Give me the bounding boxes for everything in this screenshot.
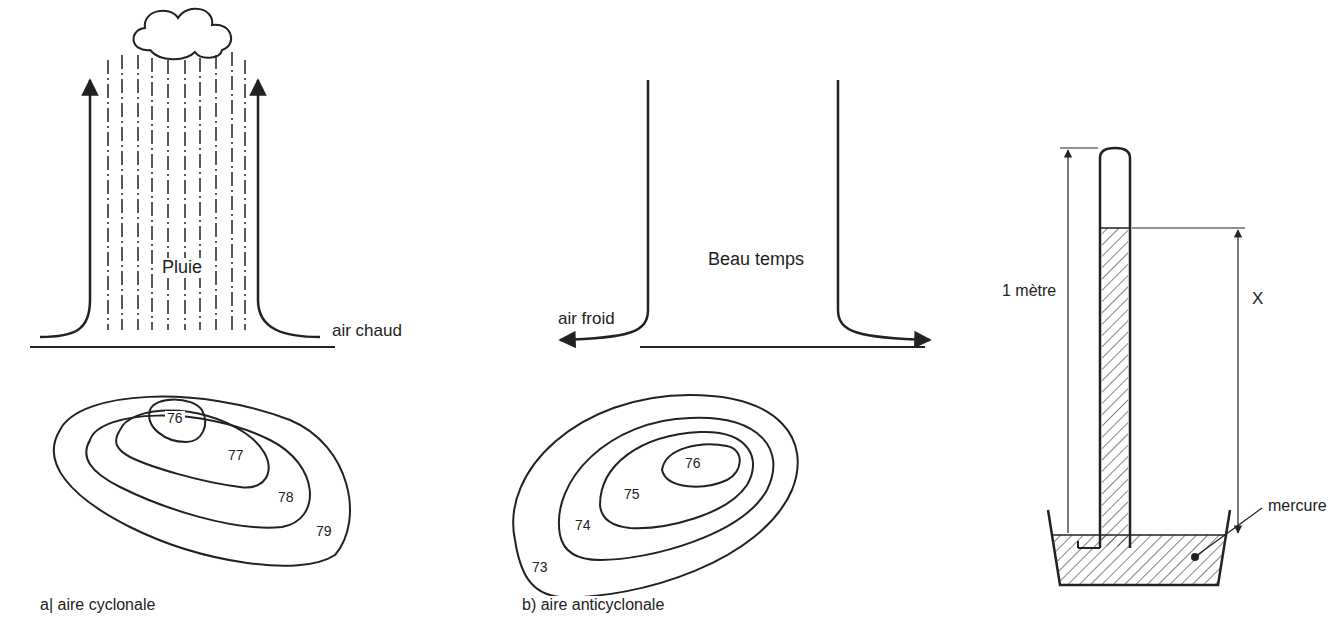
- isobar-value: 78: [276, 490, 296, 505]
- isobar-value: 74: [573, 518, 593, 533]
- dimension-label: 1 mètre: [1000, 282, 1058, 300]
- isobar-value: 75: [622, 487, 642, 502]
- air-label: air chaud: [330, 322, 404, 341]
- caption-label: b) aire anticyclonale: [520, 596, 666, 614]
- caption-label: a| aire cyclonale: [38, 596, 157, 614]
- isobar-value: 76: [165, 411, 185, 426]
- region-label: Pluie: [160, 258, 204, 278]
- barometer: [1048, 148, 1262, 585]
- cyclone-figure: [30, 9, 350, 566]
- isobar-value: 76: [683, 456, 703, 471]
- anticyclone-figure: [513, 80, 930, 597]
- isobars: [54, 397, 350, 566]
- part-name: mercure: [1266, 497, 1329, 515]
- isobars: [513, 395, 798, 597]
- isobar-value: 77: [226, 448, 246, 463]
- region-label: Beau temps: [706, 250, 806, 270]
- isobar-value: 79: [314, 524, 334, 539]
- air-label: air froid: [556, 310, 617, 329]
- isobar-value: 73: [530, 560, 550, 575]
- cloud: [134, 9, 232, 60]
- dimension-label: X: [1250, 290, 1265, 309]
